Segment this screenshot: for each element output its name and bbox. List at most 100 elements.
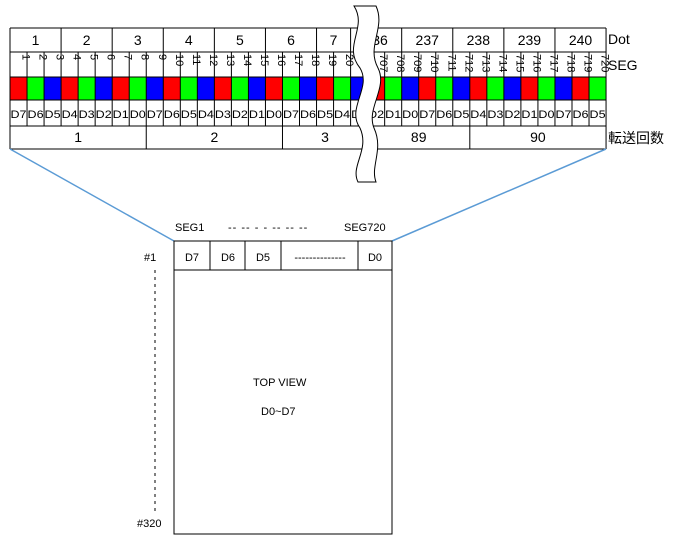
seg-number: 720 bbox=[599, 54, 611, 72]
seg-number: 10 bbox=[173, 54, 185, 66]
dot-number: 7 bbox=[330, 32, 338, 48]
seg-first-label: SEG1 bbox=[175, 222, 205, 234]
seg-number: 11 bbox=[190, 54, 202, 65]
bit-label: D1 bbox=[385, 109, 401, 121]
bit-label: D3 bbox=[487, 109, 503, 121]
color-cell bbox=[197, 77, 215, 100]
transfer-count-row-label: 転送回数 bbox=[608, 130, 664, 146]
seg-number: 16 bbox=[275, 54, 287, 66]
break-symbol bbox=[352, 5, 382, 183]
seg-last-label: SEG720 bbox=[344, 222, 386, 234]
panel-header-cell: D6 bbox=[221, 252, 235, 264]
seg-number: 709 bbox=[411, 54, 423, 72]
seg-number: 7 bbox=[122, 54, 134, 60]
seg-number: 715 bbox=[513, 54, 525, 72]
zoom-line-left bbox=[9, 148, 175, 242]
bit-label: D5 bbox=[45, 109, 61, 121]
dot-number: 239 bbox=[518, 32, 542, 48]
seg-number: 712 bbox=[462, 54, 474, 72]
color-cell bbox=[537, 77, 555, 100]
seg-number: 20 bbox=[343, 54, 355, 66]
dot-number: 5 bbox=[236, 32, 244, 48]
seg-number: 713 bbox=[479, 54, 491, 72]
dot-number: 237 bbox=[416, 32, 440, 48]
color-cell bbox=[163, 77, 181, 100]
seg-number: 15 bbox=[258, 54, 270, 66]
bit-label: D2 bbox=[96, 109, 112, 121]
seg-number: 716 bbox=[530, 54, 542, 72]
bit-label: D7 bbox=[555, 109, 571, 121]
color-cell bbox=[248, 77, 266, 100]
bit-label: D7 bbox=[283, 109, 299, 121]
bit-label: D5 bbox=[453, 109, 469, 121]
seg-number: 719 bbox=[582, 54, 594, 72]
bit-label: D5 bbox=[181, 109, 197, 121]
bit-label: D1 bbox=[521, 109, 537, 121]
color-cell bbox=[214, 77, 232, 100]
color-cell bbox=[554, 77, 572, 100]
color-cell bbox=[486, 77, 504, 100]
seg-number: 19 bbox=[326, 54, 338, 66]
row-first-label: #1 bbox=[144, 252, 157, 264]
seg-number: 9 bbox=[156, 54, 168, 60]
seg-row-label: SEG bbox=[608, 57, 638, 73]
dot-number: 2 bbox=[83, 32, 91, 48]
bit-label: D0 bbox=[402, 109, 418, 121]
bit-label: D3 bbox=[79, 109, 95, 121]
panel-header-cell: -------------- bbox=[294, 252, 346, 264]
seg-number: 711 bbox=[445, 54, 457, 72]
color-cell bbox=[589, 77, 607, 100]
seg-number: 4 bbox=[71, 54, 83, 60]
color-cell bbox=[95, 77, 113, 100]
bit-label: D1 bbox=[249, 109, 265, 121]
seg-number: 5 bbox=[88, 54, 100, 60]
dot-row-label: Dot bbox=[608, 31, 630, 47]
color-cell bbox=[27, 77, 45, 100]
panel-header-cell: D0 bbox=[368, 252, 382, 264]
color-cell bbox=[401, 77, 419, 100]
seg-number: 1 bbox=[20, 54, 32, 60]
color-cell bbox=[180, 77, 198, 100]
color-cell bbox=[503, 77, 521, 100]
color-cell bbox=[452, 77, 470, 100]
seg-number: 714 bbox=[496, 54, 508, 72]
transfer-count: 1 bbox=[74, 129, 82, 145]
seg-number: 8 bbox=[139, 54, 151, 60]
seg-dashes: -- -- - - -- -- -- bbox=[228, 222, 309, 234]
bit-label: D0 bbox=[538, 109, 554, 121]
color-cell bbox=[520, 77, 538, 100]
color-cell bbox=[299, 77, 317, 100]
color-cell bbox=[333, 77, 351, 100]
seg-number: 14 bbox=[241, 54, 253, 66]
top-view-subtitle: D0~D7 bbox=[261, 406, 296, 418]
transfer-count: 90 bbox=[530, 129, 546, 145]
bit-label: D2 bbox=[232, 109, 248, 121]
seg-number: 18 bbox=[309, 54, 321, 66]
seg-number: 717 bbox=[547, 54, 559, 72]
transfer-count: 3 bbox=[321, 129, 329, 145]
bit-label: D4 bbox=[198, 109, 214, 121]
color-cell bbox=[282, 77, 300, 100]
dot-number: 4 bbox=[185, 32, 193, 48]
dot-number: 3 bbox=[134, 32, 142, 48]
seg-number: 718 bbox=[564, 54, 576, 72]
bit-label: D5 bbox=[590, 109, 606, 121]
bit-label: D7 bbox=[147, 109, 163, 121]
color-cell bbox=[10, 77, 28, 100]
seg-number: 708 bbox=[394, 54, 406, 72]
seg-number: 710 bbox=[428, 54, 440, 72]
color-cell bbox=[112, 77, 130, 100]
bit-label: D4 bbox=[334, 109, 350, 121]
bit-label: D7 bbox=[419, 109, 435, 121]
transfer-count: 89 bbox=[411, 129, 427, 145]
bit-label: D4 bbox=[62, 109, 78, 121]
dot-number: 240 bbox=[569, 32, 593, 48]
bit-label: D6 bbox=[300, 109, 316, 121]
bit-label: D6 bbox=[436, 109, 452, 121]
color-cell bbox=[61, 77, 79, 100]
color-cell bbox=[78, 77, 96, 100]
bit-label: D0 bbox=[266, 109, 282, 121]
